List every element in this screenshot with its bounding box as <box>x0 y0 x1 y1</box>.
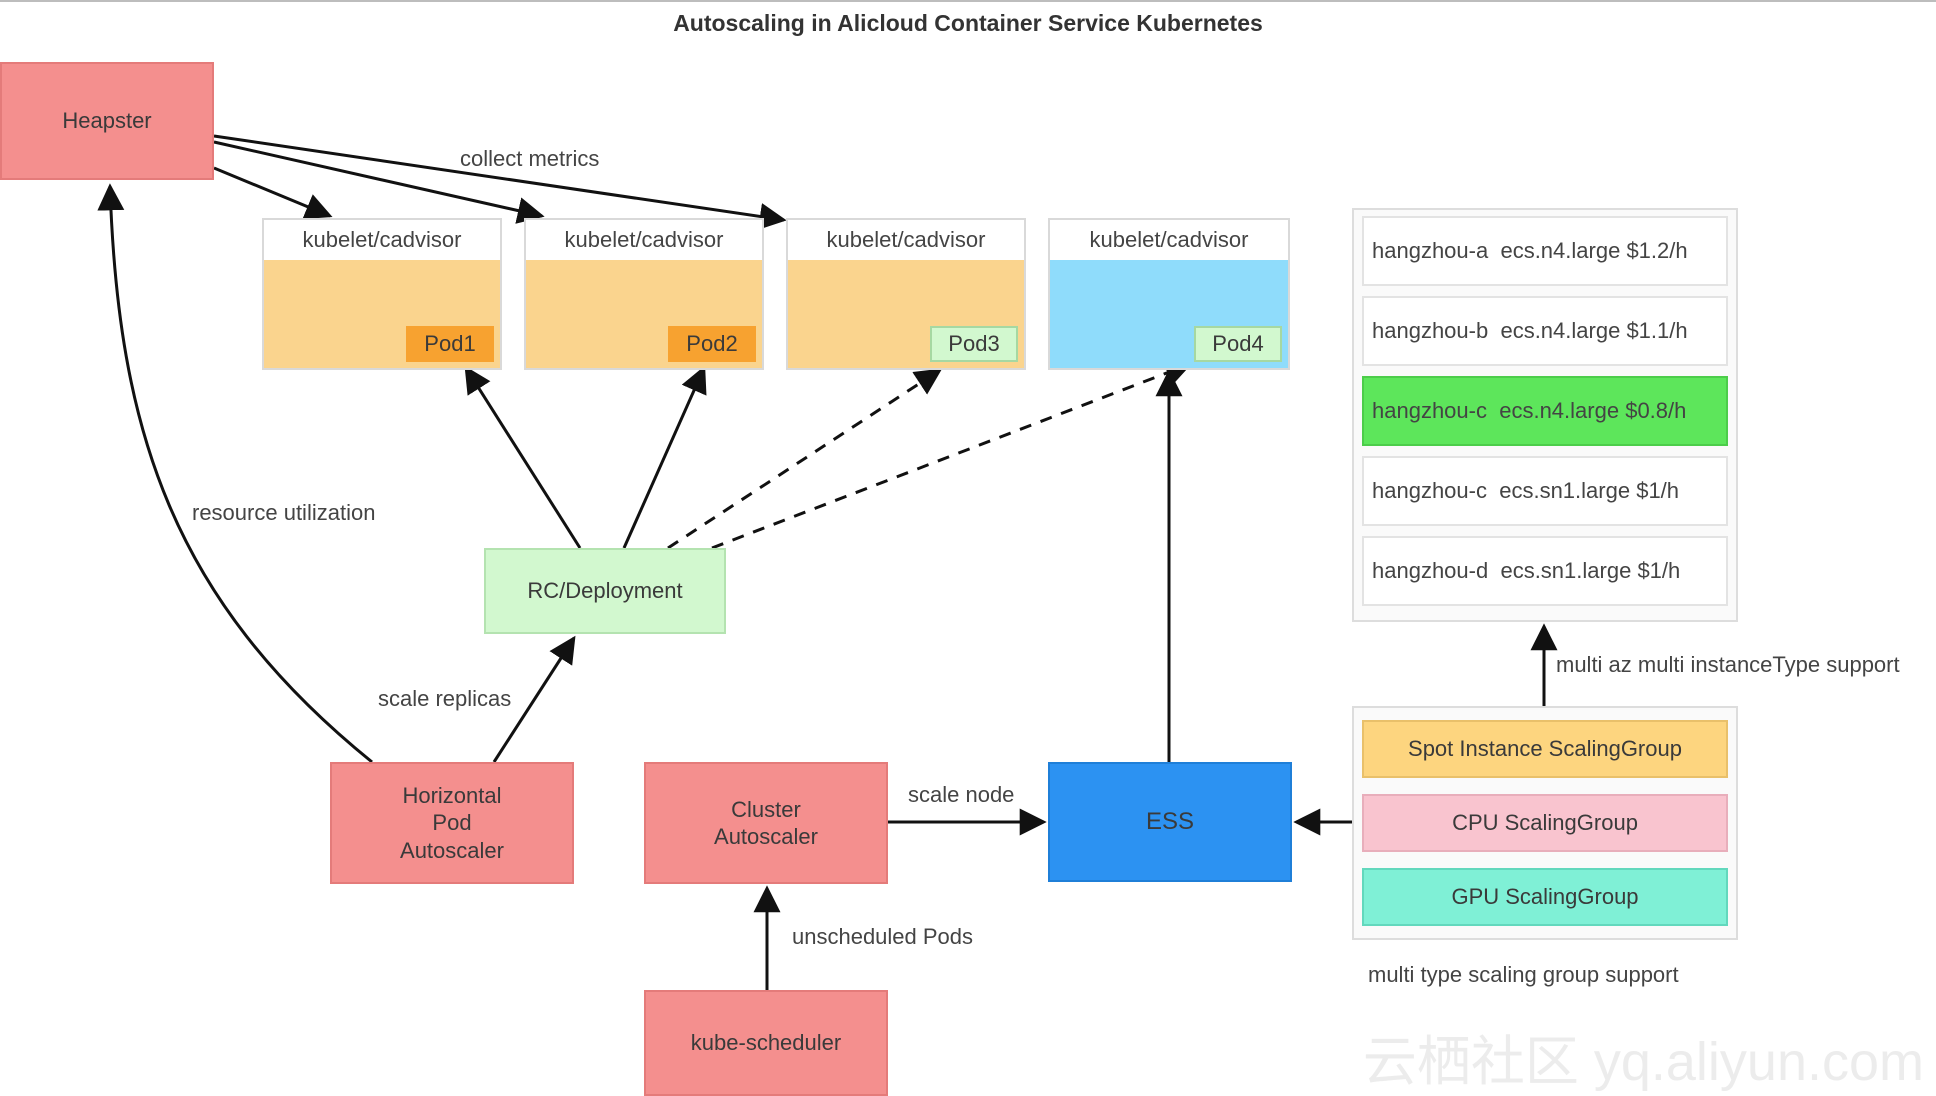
diagram-title: Autoscaling in Alicloud Container Servic… <box>673 10 1263 36</box>
hpa-label-line3: Autoscaler <box>400 837 504 863</box>
zone-instance: ecs.n4.large <box>1499 398 1620 423</box>
watermark: 云栖社区 yq.aliyun.com <box>1362 1032 1924 1092</box>
zone-price: $1.2/h <box>1626 238 1688 263</box>
cluster-autoscaler-node: Cluster Autoscaler <box>644 762 888 884</box>
label-multi-az: multi az multi instanceType support <box>1556 652 1900 677</box>
edge-hpa-heapster <box>97 183 373 764</box>
edge-deployment-pod4 <box>711 360 1193 550</box>
edge-heapster-kubelet1 <box>213 166 333 220</box>
kubelet-node-3: kubelet/cadvisor Pod3 <box>786 218 1026 370</box>
zone-price: $1.1/h <box>1626 318 1688 343</box>
label-collect-metrics: collect metrics <box>460 146 600 171</box>
hpa-label-line2: Pod <box>432 810 472 836</box>
zone-name: hangzhou-c <box>1372 478 1487 503</box>
heapster-node: Heapster <box>0 62 214 180</box>
hpa-node: Horizontal Pod Autoscaler <box>330 762 574 884</box>
hpa-label-line1: Horizontal <box>402 782 502 808</box>
label-multi-type: multi type scaling group support <box>1368 962 1679 987</box>
scaling-groups-panel: Spot Instance ScalingGroup CPU ScalingGr… <box>1352 706 1738 940</box>
zone-price: $0.8/h <box>1625 398 1687 423</box>
instance-type-panel: hangzhou-a ecs.n4.large $1.2/h hangzhou-… <box>1352 208 1738 622</box>
zone-price: $1/h <box>1636 478 1680 503</box>
edge-deployment-pod2 <box>622 365 707 549</box>
zone-name: hangzhou-b <box>1372 318 1489 343</box>
kube-scheduler-node: kube-scheduler <box>644 990 888 1096</box>
kubelet-node-2: kubelet/cadvisor Pod2 <box>524 218 764 370</box>
pod-4: Pod4 <box>1194 326 1282 362</box>
edge-deployment-pod1 <box>464 365 582 549</box>
top-border <box>0 0 1936 2</box>
zone-row-selected: hangzhou-c ecs.n4.large $0.8/h <box>1362 376 1728 446</box>
zone-name: hangzhou-d <box>1372 558 1489 583</box>
edge-heapster-kubelet3 <box>213 134 787 230</box>
zone-row: hangzhou-b ecs.n4.large $1.1/h <box>1362 296 1728 366</box>
pod-1: Pod1 <box>406 326 494 362</box>
label-scale-replicas: scale replicas <box>378 686 512 711</box>
zone-price: $1/h <box>1637 558 1681 583</box>
zone-row: hangzhou-c ecs.sn1.large $1/h <box>1362 456 1728 526</box>
ca-label-line2: Autoscaler <box>714 824 818 849</box>
spot-scaling-group: Spot Instance ScalingGroup <box>1362 720 1728 778</box>
edge-hpa-deployment <box>492 635 576 763</box>
kubelet-header: kubelet/cadvisor <box>788 220 1024 260</box>
kubelet-header: kubelet/cadvisor <box>1050 220 1288 260</box>
pod-2: Pod2 <box>668 326 756 362</box>
zone-instance: ecs.sn1.large <box>1499 478 1631 503</box>
edge-deployment-pod3 <box>667 368 943 550</box>
zone-name: hangzhou-c <box>1372 398 1487 423</box>
zone-instance: ecs.sn1.large <box>1500 558 1632 583</box>
zone-row: hangzhou-d ecs.sn1.large $1/h <box>1362 536 1728 606</box>
zone-instance: ecs.n4.large <box>1500 318 1621 343</box>
kubelet-node-1: kubelet/cadvisor Pod1 <box>262 218 502 370</box>
ess-node: ESS <box>1048 762 1292 882</box>
kubelet-header: kubelet/cadvisor <box>264 220 500 260</box>
kubelet-header: kubelet/cadvisor <box>526 220 762 260</box>
ca-label-line1: Cluster <box>731 796 801 822</box>
zone-instance: ecs.n4.large <box>1500 238 1621 263</box>
rc-deployment-node: RC/Deployment <box>484 548 726 634</box>
cpu-scaling-group: CPU ScalingGroup <box>1362 794 1728 852</box>
zone-name: hangzhou-a <box>1372 238 1489 263</box>
zone-row: hangzhou-a ecs.n4.large $1.2/h <box>1362 216 1728 286</box>
label-unscheduled-pods: unscheduled Pods <box>792 924 974 949</box>
pod-3: Pod3 <box>930 326 1018 362</box>
edge-heapster-kubelet2 <box>213 140 545 224</box>
kubelet-node-4: kubelet/cadvisor Pod4 <box>1048 218 1290 370</box>
gpu-scaling-group: GPU ScalingGroup <box>1362 868 1728 926</box>
label-scale-node: scale node <box>908 782 1015 807</box>
label-resource-utilization: resource utilization <box>192 500 376 525</box>
